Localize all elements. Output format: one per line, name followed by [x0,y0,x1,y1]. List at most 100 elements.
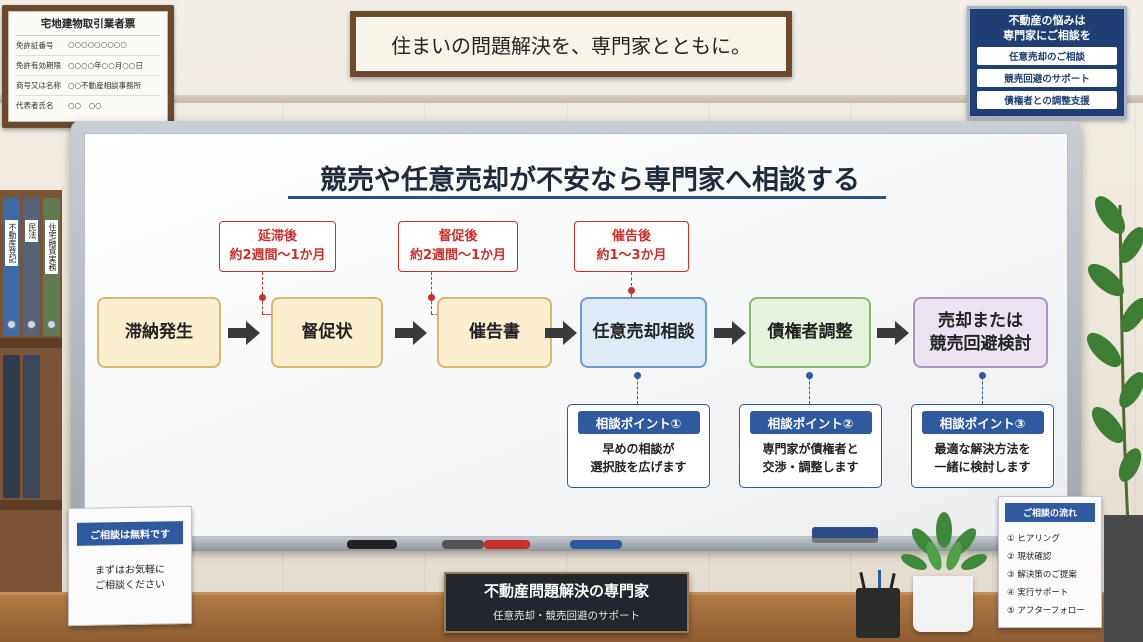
point-dot-icon [806,372,813,379]
timing-tag-line: 延滞後 [257,229,297,244]
consult-sign: 不動産の悩みは 専門家にご相談を 任意売却のご相談 競売回避のサポート 債権者と… [967,6,1127,119]
license-label: 免許証番号 [16,41,54,50]
gray-marker[interactable] [442,540,484,549]
consult-flow-step: ④ 実行サポート [1007,588,1069,598]
right-arrow-icon [228,321,260,345]
consult-flow-card: ご相談の流れ ① ヒアリング ② 現状確認 ③ 解決策のご提案 ④ 実行サポート… [998,496,1102,628]
consult-flow-head: ご相談の流れ [1005,503,1095,522]
wall-molding [0,95,1143,103]
timing-connector [262,314,272,315]
consult-sign-item: 債権者との調整支援 [977,91,1117,109]
shelf-board [0,338,62,348]
flow-step-creditor-adjust: 債権者調整 [749,297,871,368]
consult-sign-title-line: 不動産の悩みは [1008,14,1086,27]
flow-step-label: 任意売却相談 [592,322,695,342]
timing-tag-line: 督促後 [438,229,478,244]
consult-flow-step: ③ 解決策のご提案 [1007,570,1077,580]
flow-step-dunning: 督促状 [271,297,383,368]
binder: 民法 [23,198,40,336]
license-board: 宅地建物取引業者票 免許証番号 ○○○○○○○○○ 免許有効期限 ○○○○年○○… [2,5,174,128]
timing-connector [431,272,432,314]
flow-step-sale-or-avoid: 売却または 競売回避検討 [913,297,1048,368]
consult-flow-step: ① ヒアリング [1007,534,1060,544]
slogan-plaque: 住まいの問題解決を、専門家とともに。 [350,11,792,77]
timing-tag-line: 約2週間〜1か月 [229,248,326,263]
consult-point-head: 相談ポイント③ [921,411,1044,434]
consult-point: 相談ポイント② 専門家が債権者と 交渉・調整します [739,404,882,488]
license-label: 商号又は名称 [16,81,61,90]
flow-step-label: 売却または [938,310,1023,331]
plant-icon [901,512,987,571]
license-value: ○○不動産相談事務所 [68,81,142,90]
binder [3,355,20,498]
timing-tag: 督促後 約2週間〜1か月 [398,221,518,272]
blue-marker[interactable] [570,540,622,549]
bookshelf: 不動産登記 民法 住宅融資実務 [0,190,62,600]
consult-point-line: 早めの相談が [602,442,675,456]
consult-point-body: 最適な解決方法を 一緒に検討します [912,440,1053,476]
timing-tag-line: 約2週間〜1か月 [409,248,507,263]
license-row: 免許証番号 ○○○○○○○○○ [16,36,160,56]
binder-label: 民法 [25,220,38,242]
license-title: 宅地建物取引業者票 [16,16,160,36]
point-dot-icon [634,372,641,379]
consult-point-head: 相談ポイント① [577,411,700,434]
license-row: 代表者氏名 ○○ ○○ [16,96,160,115]
board-title: 競売や任意売却が不安なら専門家へ相談する [320,165,860,196]
red-marker[interactable] [484,540,530,549]
timing-tag: 延滞後 約2週間〜1か月 [219,221,336,272]
timing-connector [431,314,438,315]
consult-sign-title: 不動産の悩みは 専門家にご相談を [977,13,1117,43]
consult-point-body: 専門家が債権者と 交渉・調整します [740,440,881,476]
free-consult-head: ご相談は無料です [77,521,183,546]
binder [23,355,40,498]
consult-point-line: 専門家が債権者と [762,442,859,456]
binder-ring-icon [7,320,16,329]
consult-point: 相談ポイント③ 最適な解決方法を 一緒に検討します [911,404,1054,488]
free-consult-card: ご相談は無料です まずはお気軽に ご相談ください [68,505,192,627]
board-eraser[interactable] [812,527,878,543]
flow-step-label: 催告書 [469,322,520,342]
license-row: 免許有効期限 ○○○○年○○月○○日 [16,56,160,76]
consult-sign-title-line: 専門家にご相談を [1003,29,1091,42]
plant-pot [913,576,973,632]
point-connector [809,377,810,404]
consult-sign-item: 競売回避のサポート [977,69,1117,87]
license-value: ○○○○○○○○○ [68,40,127,49]
pen [878,570,881,596]
flow-step-label: 滞納発生 [125,322,193,342]
free-consult-body: まずはお気軽に ご相談ください [69,562,191,594]
point-dot-icon [979,372,986,379]
large-plant-pot [1104,515,1143,642]
black-marker[interactable] [347,540,397,549]
flow-step-voluntary-sale: 任意売却相談 [580,297,707,368]
license-value: ○○○○年○○月○○日 [68,61,143,70]
timing-tag-line: 約1〜3か月 [596,248,667,263]
large-plant-icon [1086,196,1143,525]
binder: 不動産登記 [3,198,20,336]
board-title-underline [288,196,886,199]
desk-nameplate: 不動産問題解決の専門家 任意売却・競売回避のサポート [444,572,689,633]
timing-connector [631,272,632,297]
license-label: 代表者氏名 [16,101,54,110]
shelf-board [0,500,62,510]
consult-point: 相談ポイント① 早めの相談が 選択肢を広げます [567,404,710,488]
timing-dot-icon [628,287,635,294]
nameplate-sub: 任意売却・競売回避のサポート [493,610,640,622]
timing-tag: 催告後 約1〜3か月 [574,221,689,272]
timing-dot-icon [428,294,435,301]
binder-ring-icon [47,320,56,329]
flow-step-demand-letter: 催告書 [437,297,552,368]
flow-step-label: 債権者調整 [767,322,853,342]
consult-point-head: 相談ポイント② [749,411,872,434]
license-value: ○○ ○○ [68,101,102,110]
consult-flow-step: ② 現状確認 [1007,552,1052,562]
pen-cup [856,588,900,638]
consult-flow-step: ⑤ アフターフォロー [1007,606,1085,616]
license-row: 商号又は名称 ○○不動産相談事務所 [16,76,160,96]
right-arrow-icon [395,321,427,345]
right-arrow-icon [545,321,577,345]
binder: 住宅融資実務 [43,198,60,336]
flow-step-label: 督促状 [301,322,353,342]
consult-sign-item: 任意売却のご相談 [977,47,1117,65]
